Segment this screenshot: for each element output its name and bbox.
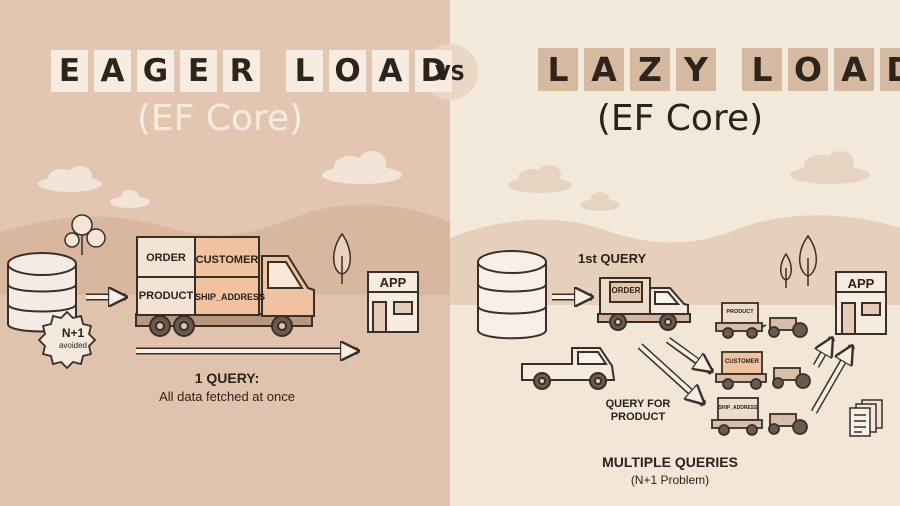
right-app-building [835, 271, 887, 335]
n-plus-one-badge [37, 310, 97, 370]
badge-sub-text: avoided [58, 341, 88, 350]
lazy-truck [597, 277, 691, 331]
title-letter: A [372, 50, 409, 92]
truck-box-ship-address: SHIP_ADDRESS [195, 292, 266, 302]
eager-load-title: E A G E R L O A D [51, 50, 452, 92]
lazy-truck-box-order: ORDER [611, 286, 641, 295]
cart-customer [715, 351, 811, 390]
left-tree-tall [333, 232, 351, 284]
first-query-label: 1st QUERY [578, 251, 647, 266]
right-clouds [508, 151, 870, 211]
lazy-query-arrows [637, 338, 856, 414]
left-app-building [367, 271, 419, 333]
documents-icon [849, 399, 883, 437]
title-letter: G [137, 50, 174, 92]
lazy-load-title: L A Z Y L O A D [538, 48, 900, 91]
cart-customer-label: CUSTOMER [724, 359, 760, 365]
left-app-label: APP [379, 275, 407, 290]
eager-caption-title: 1 QUERY: [194, 370, 260, 386]
title-letter: A [584, 48, 624, 91]
cart-ship-address [711, 397, 808, 436]
title-letter: O [329, 50, 366, 92]
title-letter: R [223, 50, 260, 92]
badge-main-text: N+1 [61, 326, 85, 340]
title-letter: E [180, 50, 217, 92]
left-tree-cluster [64, 214, 106, 255]
truck-box-order: ORDER [146, 252, 186, 264]
title-letter: L [742, 48, 782, 91]
title-letter: L [286, 50, 323, 92]
eager-subtitle: (EF Core) [136, 98, 304, 139]
title-letter: A [94, 50, 131, 92]
query-for-line2: PRODUCT [610, 411, 666, 423]
title-letter: D [415, 50, 452, 92]
vs-label: VS [435, 61, 465, 85]
cart-ship-address-label: SHIP_ADDRESS [718, 405, 758, 411]
right-trees [780, 234, 817, 288]
lazy-caption-sub: (N+1 Problem) [630, 473, 710, 487]
lazy-subtitle: (EF Core) [596, 98, 764, 139]
title-letter: Z [630, 48, 670, 91]
title-letter: L [538, 48, 578, 91]
right-database [477, 250, 547, 340]
empty-pickup-truck [521, 347, 616, 390]
eager-truck [135, 236, 315, 337]
lazy-caption-title: MULTIPLE QUERIES [602, 454, 738, 470]
title-letter: A [834, 48, 874, 91]
title-letter: D [880, 48, 900, 91]
truck-box-customer: CUSTOMER [195, 254, 259, 266]
left-clouds [38, 151, 402, 208]
title-letter: E [51, 50, 88, 92]
title-letter: Y [676, 48, 716, 91]
right-app-label: APP [847, 276, 875, 291]
query-for-line1: QUERY FOR [605, 398, 671, 410]
eager-caption-sub: All data fetched at once [159, 389, 295, 404]
title-letter: O [788, 48, 828, 91]
cart-product [715, 302, 808, 339]
truck-box-product: PRODUCT [138, 290, 194, 302]
cart-product-label: PRODUCT [726, 309, 754, 315]
right-hills [450, 215, 900, 310]
